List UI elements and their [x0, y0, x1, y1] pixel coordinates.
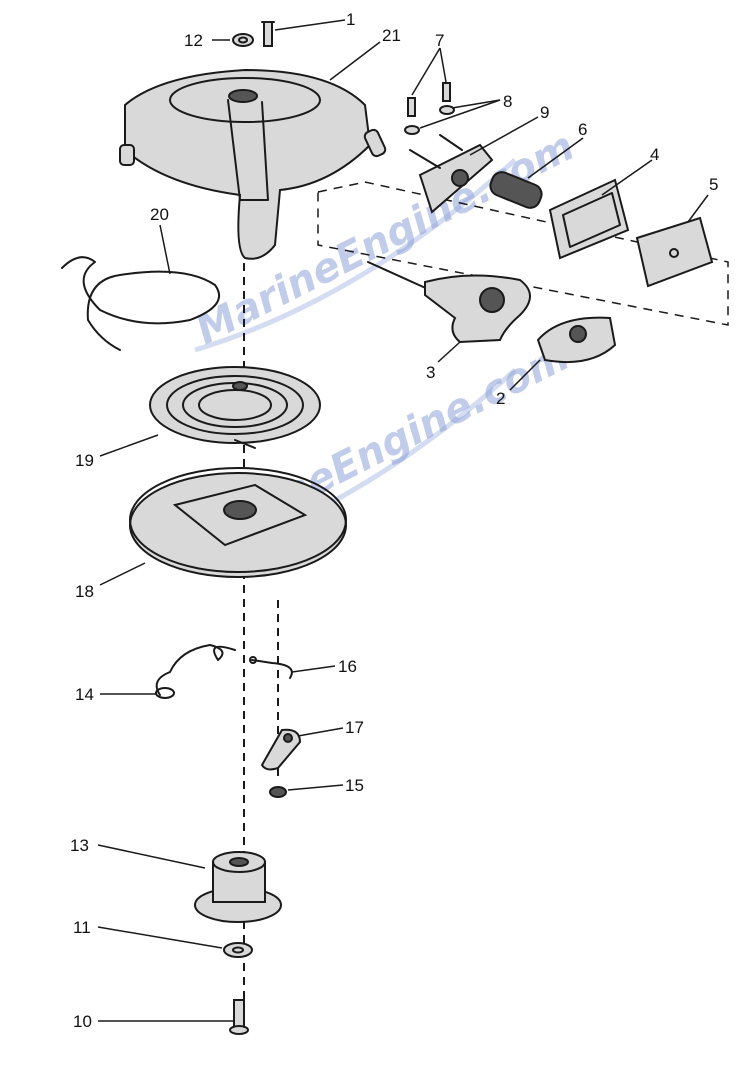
- callout-11: 11: [73, 918, 91, 937]
- part-9-bracket: [409, 134, 494, 214]
- part-14-spring-clip: [155, 644, 236, 699]
- callout-14: 14: [75, 685, 94, 704]
- callout-5: 5: [709, 175, 718, 194]
- callout-18: 18: [75, 582, 94, 601]
- callout-13: 13: [70, 836, 89, 855]
- part-11-washer: [223, 942, 253, 958]
- part-13-bushing: [194, 851, 282, 923]
- callout-17: 17: [345, 718, 364, 737]
- part-19-rewind-spring: [149, 366, 321, 449]
- part-4-grommet: [548, 178, 630, 260]
- handle-group-outline: [317, 181, 729, 326]
- callout-labels: 1 12 21 7 8 9 6 4 5 20 3 2 19 18 16 14 1…: [70, 10, 718, 1031]
- callout-20: 20: [150, 205, 169, 224]
- callout-7: 7: [435, 31, 444, 50]
- part-2-handle-insert: [536, 316, 617, 364]
- part-17-pawl: [260, 728, 302, 771]
- callout-19: 19: [75, 451, 94, 470]
- part-12-nut: [232, 33, 254, 47]
- part-21-starter-housing: [119, 68, 387, 260]
- callout-21: 21: [382, 26, 401, 45]
- part-5-plate: [635, 216, 714, 288]
- part-7-screws: [407, 82, 451, 117]
- part-10-screw: [229, 999, 249, 1035]
- part-1-screw: [261, 21, 275, 47]
- leader-lines: [97, 19, 709, 1022]
- callout-8: 8: [503, 92, 512, 111]
- callout-12: 12: [184, 31, 203, 50]
- callout-16: 16: [338, 657, 357, 676]
- part-6-spring: [489, 171, 543, 209]
- part-16-spring: [249, 656, 293, 679]
- callout-4: 4: [650, 145, 659, 164]
- part-15-retainer: [269, 786, 287, 798]
- part-20-starter-rope: [61, 256, 221, 351]
- callout-15: 15: [345, 776, 364, 795]
- callout-6: 6: [578, 120, 587, 139]
- callout-9: 9: [540, 103, 549, 122]
- callout-3: 3: [426, 363, 435, 382]
- callout-2: 2: [496, 389, 505, 408]
- part-18-pulley: [129, 467, 347, 578]
- callout-10: 10: [73, 1012, 92, 1031]
- part-3-handle: [367, 261, 531, 344]
- callout-1: 1: [346, 10, 355, 29]
- part-8-washers: [404, 105, 455, 135]
